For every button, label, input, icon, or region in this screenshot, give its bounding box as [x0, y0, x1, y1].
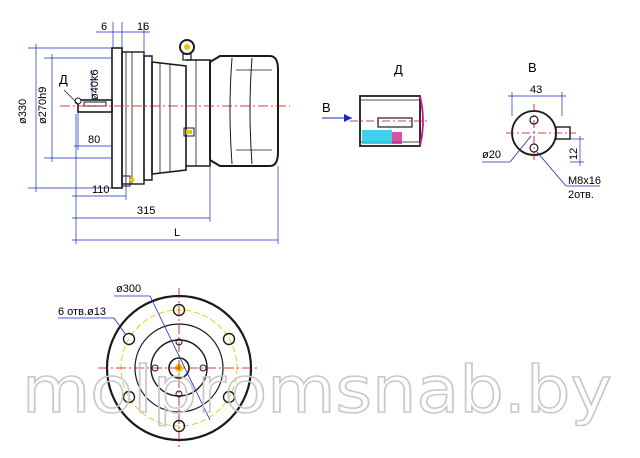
dim-270: ø270h9: [37, 87, 49, 124]
bolt-hole: [222, 332, 236, 346]
flange-disc: [111, 47, 123, 189]
dim-L: L: [174, 227, 180, 239]
dim-16: 16: [137, 21, 149, 33]
dim-110: 110: [92, 184, 110, 196]
dim-12: 12: [568, 148, 580, 160]
flange-view: ø300 6 отв.ø13: [58, 283, 260, 448]
housing-collar: [143, 55, 153, 181]
view-b-title: В: [528, 60, 537, 75]
dim-43: 43: [530, 84, 542, 96]
shaft-key: [83, 101, 107, 107]
dim-40: ø40k6: [89, 69, 101, 100]
plug-marker: [186, 130, 192, 134]
gear-housing: [151, 61, 187, 175]
bolt-spec: M8x16: [568, 175, 601, 187]
tip-cyan: [362, 130, 392, 144]
bolt-hole: [122, 390, 136, 404]
dim-330: ø330: [17, 99, 29, 124]
side-view: 6 16 ø330 ø270h9 ø40k6 Д 80 110 315: [17, 21, 290, 244]
motor-adapter: [186, 59, 211, 167]
view-d: Д В: [322, 62, 430, 147]
view-b: В 43 12 ø20 M8x16 2отв.: [482, 60, 601, 201]
view-letter-d: Д: [59, 72, 68, 87]
arrow-right-icon: [344, 114, 352, 122]
view-d-title: Д: [394, 62, 403, 77]
dim-315: 315: [137, 205, 155, 217]
break-line: [419, 95, 424, 147]
bolt-hole: [122, 332, 136, 346]
dim-6: 6: [101, 21, 107, 33]
keyway: [377, 117, 413, 128]
bolt-count: 2отв.: [568, 189, 594, 201]
holes-label: 6 отв.ø13: [58, 306, 106, 318]
dim-300: ø300: [116, 283, 141, 295]
dim-80: 80: [88, 134, 100, 146]
terminal-plug: [183, 127, 195, 137]
bolt-holes: [122, 303, 236, 433]
dim-20: ø20: [482, 149, 501, 161]
bolt-hole: [222, 390, 236, 404]
flange-hub: [121, 51, 145, 185]
arrow-label-b: В: [322, 100, 331, 115]
motor-body: [209, 55, 279, 167]
watermark-text: molpromsnab.by: [22, 354, 612, 428]
